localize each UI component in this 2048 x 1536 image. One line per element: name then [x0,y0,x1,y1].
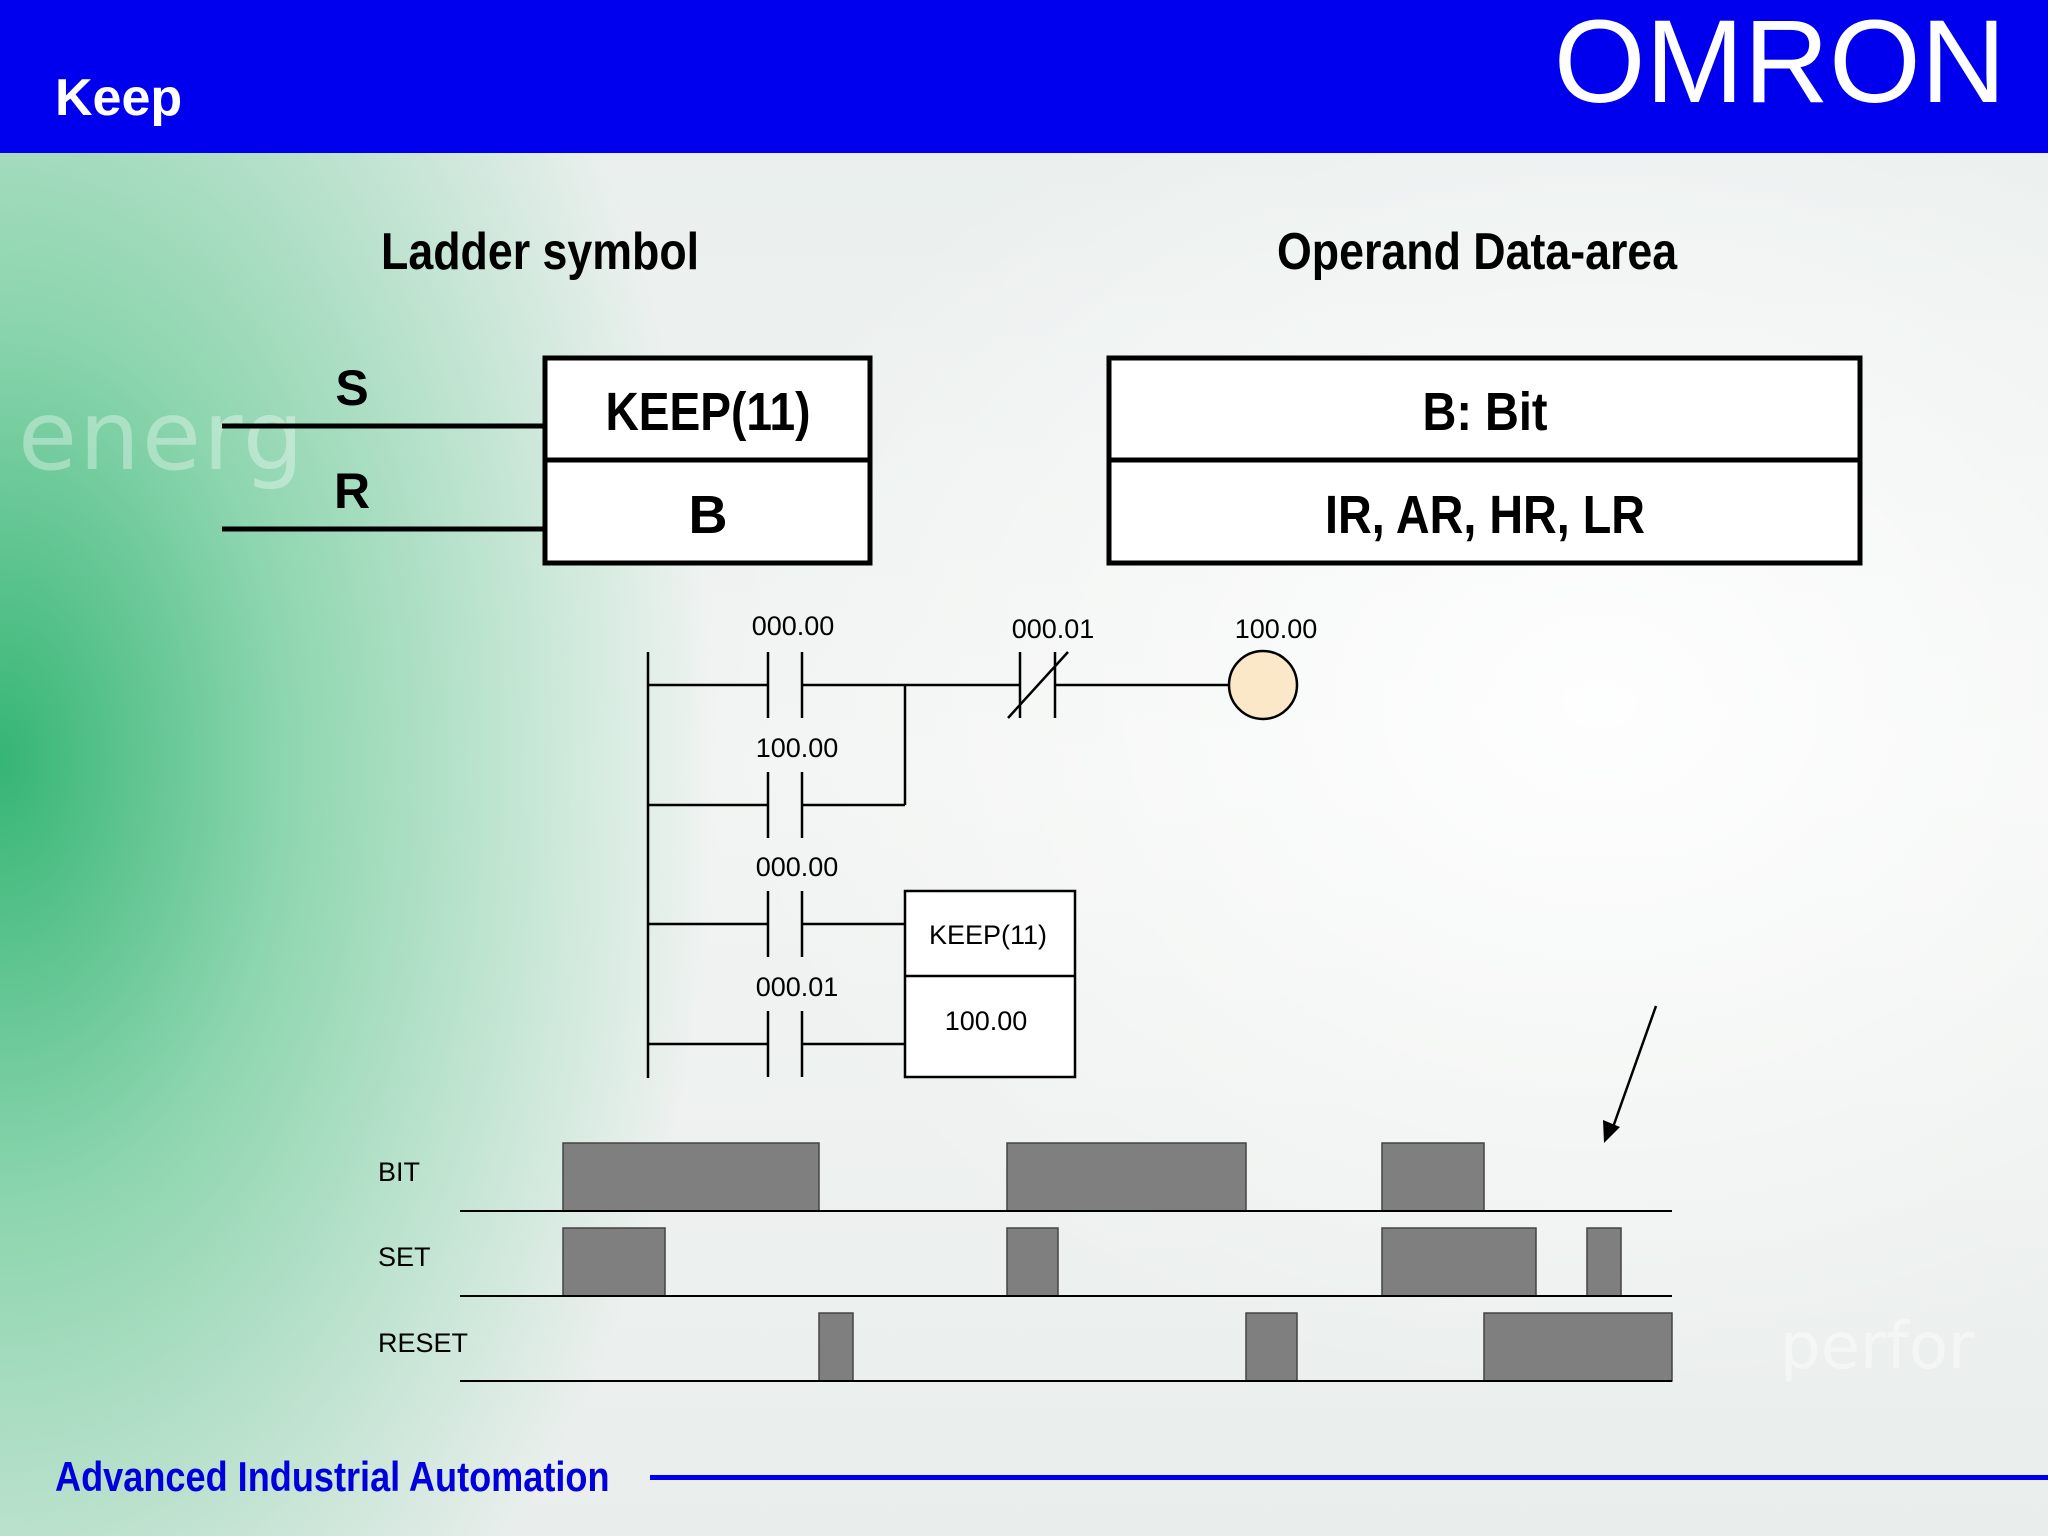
reset-pulse [1245,1312,1298,1382]
footer-text: Advanced Industrial Automation [55,1453,610,1500]
keep-operand-label: B [689,485,728,545]
timing-labels: BIT SET RESET [378,1157,468,1358]
bit-pulse [1006,1142,1247,1212]
arrow-shaft [1610,1005,1658,1131]
set-pulse [1381,1227,1537,1297]
label-100-00-coil: 100.00 [1235,614,1318,644]
timing-chart: BIT SET RESET [378,1005,1673,1382]
ladder-example [646,649,1299,1079]
timing-label-reset: RESET [378,1328,468,1358]
ladder-symbol-heading: Ladder symbol [381,223,700,281]
keep-block-operand: 100.00 [945,1006,1028,1036]
bit-pulse [1381,1142,1485,1212]
label-000-00: 000.00 [752,611,835,641]
set-pulse [1006,1227,1059,1297]
keep-block-instruction: KEEP(11) [929,920,1047,950]
background-watermark: energ [18,380,306,492]
slide-title: Keep [55,69,183,127]
footer-rule [650,1475,2048,1480]
keep-block [903,889,1077,1079]
operand-row-bit: B: Bit [1423,382,1548,442]
operand-row-areas: IR, AR, HR, LR [1325,485,1645,545]
reset-pulse [818,1312,854,1382]
label-100-00-seal: 100.00 [756,733,839,763]
operand-area-heading: Operand Data-area [1277,223,1678,281]
ladder-example-labels: 000.00 000.01 100.00 100.00 000.00 000.0… [752,611,1318,1036]
timing-baselines [460,1210,1672,1382]
header-bar: Keep OMRON [0,0,2048,153]
arrow-head-icon [1603,1120,1620,1143]
label-reset-000-01: 000.01 [756,972,839,1002]
reset-pulse [1483,1312,1673,1382]
label-set-000-00: 000.00 [756,852,839,882]
brand-logo: OMRON [1553,0,2006,128]
set-pulse [562,1227,666,1297]
reset-label: R [334,463,370,519]
set-pulse [1586,1227,1622,1297]
pulses [562,1142,1673,1382]
timing-label-set: SET [378,1242,431,1272]
output-coil-100-00 [1227,649,1299,721]
set-label: S [335,360,368,416]
operand-table: B: Bit IR, AR, HR, LR [1106,355,1863,566]
ladder-symbol: S R KEEP(11) B [222,355,873,566]
label-000-01: 000.01 [1012,614,1095,644]
annotation-arrow [1603,1005,1658,1143]
background-watermark-2: perfor [1780,1310,1975,1384]
bit-pulse [562,1142,820,1212]
timing-label-bit: BIT [378,1157,420,1187]
nc-contact-slash [1007,651,1069,719]
keep-instruction-label: KEEP(11) [606,382,811,442]
